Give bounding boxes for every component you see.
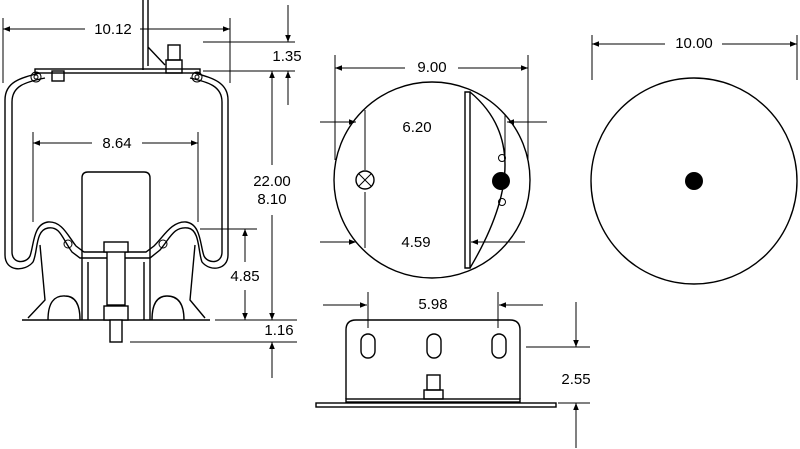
- dim-max-height: 22.00: [253, 173, 291, 190]
- dim-min-height: 8.10: [257, 191, 286, 208]
- dim-bottom-offset: 1.16: [264, 322, 293, 339]
- dim-piston-height: 4.85: [230, 268, 259, 285]
- dim-stud-offset-lower: 4.59: [401, 234, 430, 251]
- bracket-view: 5.98 2.55: [315, 292, 591, 448]
- slot: [360, 333, 376, 359]
- stud-hole: [492, 172, 510, 190]
- slot: [426, 333, 442, 359]
- slot: [491, 333, 507, 359]
- bolt: [426, 374, 441, 391]
- bellows-top-view: 10.00: [590, 35, 798, 285]
- dim-bracket-height: 2.55: [561, 371, 590, 388]
- air-fitting-icon: [355, 170, 375, 190]
- top-plate-view: 9.00 6.20 4.59: [320, 55, 547, 279]
- dim-stud-offset-upper: 6.20: [402, 119, 431, 136]
- bellows-outline: [4, 71, 229, 270]
- dim-slot-spacing: 5.98: [418, 296, 447, 313]
- dim-bellows-diameter: 10.00: [675, 35, 713, 52]
- dim-piston-diameter: 8.64: [102, 135, 131, 152]
- side-view: 10.12 1.35 8.64 22.00 8.10 4.85 1.16: [2, 0, 302, 378]
- top-plate: [34, 68, 201, 74]
- piston: [22, 171, 210, 343]
- dim-overall-diameter: 10.12: [94, 21, 132, 38]
- center-hole: [685, 172, 703, 190]
- dim-top-offset: 1.35: [272, 48, 301, 65]
- mounting-bracket: [142, 0, 166, 70]
- dim-plate-width: 9.00: [417, 59, 446, 76]
- top-stud: [167, 44, 181, 61]
